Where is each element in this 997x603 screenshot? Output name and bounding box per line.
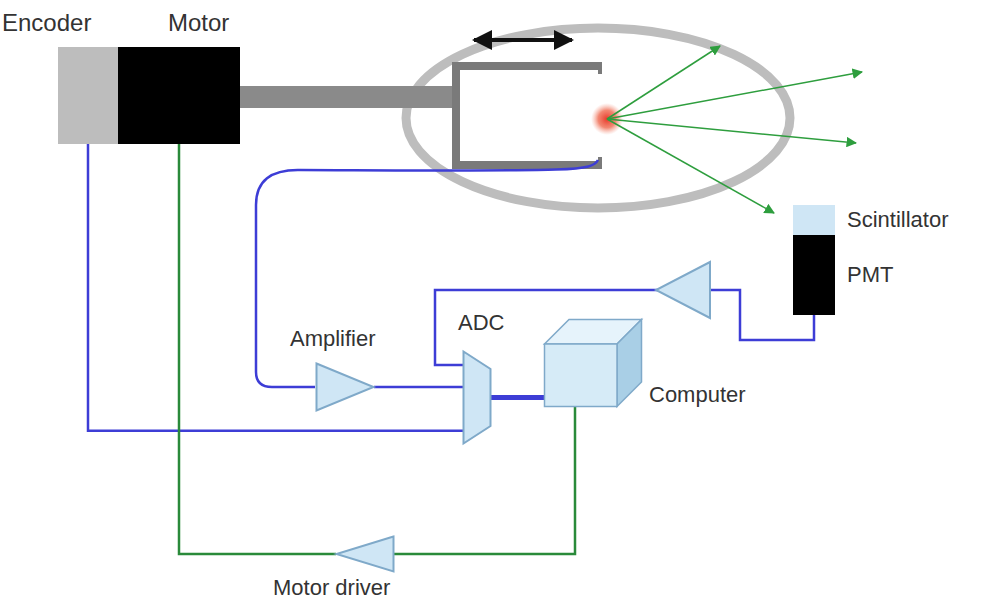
encoder-box: Encoder [2,8,118,144]
component-shape [58,47,118,144]
motor-box: Motor [118,8,240,144]
component-label: PMT [847,262,893,288]
pmt-box: PMT [793,235,893,315]
component-shape [793,205,835,235]
component-shape [118,47,240,144]
cube-side [617,320,642,407]
component-label: Scintillator [847,207,948,233]
component-shape [543,318,643,408]
component-shape [315,362,375,412]
amplifier-symbol: Amplifier [290,326,376,412]
drive-rod [240,86,457,108]
adc-symbol: ADC [455,310,504,445]
cube-front [545,344,618,407]
radiation-ray [607,119,774,213]
chamber-outline [406,28,790,208]
component-shape [462,350,492,445]
motor-driver-symbol: Motor driver [273,535,395,601]
triangle-outline [317,364,374,411]
scintillator-box: Scintillator [793,205,948,235]
component-label: ADC [458,310,504,336]
shape-outline [462,350,492,445]
motion-arrow [474,38,572,42]
component-label: Motor [168,8,229,37]
component-label: Computer [649,382,746,408]
shape-outline [543,318,643,408]
detector-body [460,70,600,161]
preamp-symbol [656,262,710,318]
detector-housing [456,66,600,165]
trapezoid-outline [464,352,491,444]
detector-lip [598,157,602,169]
component-label: Encoder [2,8,91,37]
component-shape [335,535,395,573]
detector-lip [598,62,602,74]
signal-wire [374,386,463,389]
shape-outline [335,535,395,573]
component-label: Amplifier [290,326,376,352]
radiation-ray [607,72,862,119]
component-label: Motor driver [273,575,390,601]
triangle-outline [337,537,394,572]
shape-outline [315,362,375,412]
computer-box: Computer [543,318,746,408]
component-shape [793,235,835,315]
signal-wire [491,395,544,400]
